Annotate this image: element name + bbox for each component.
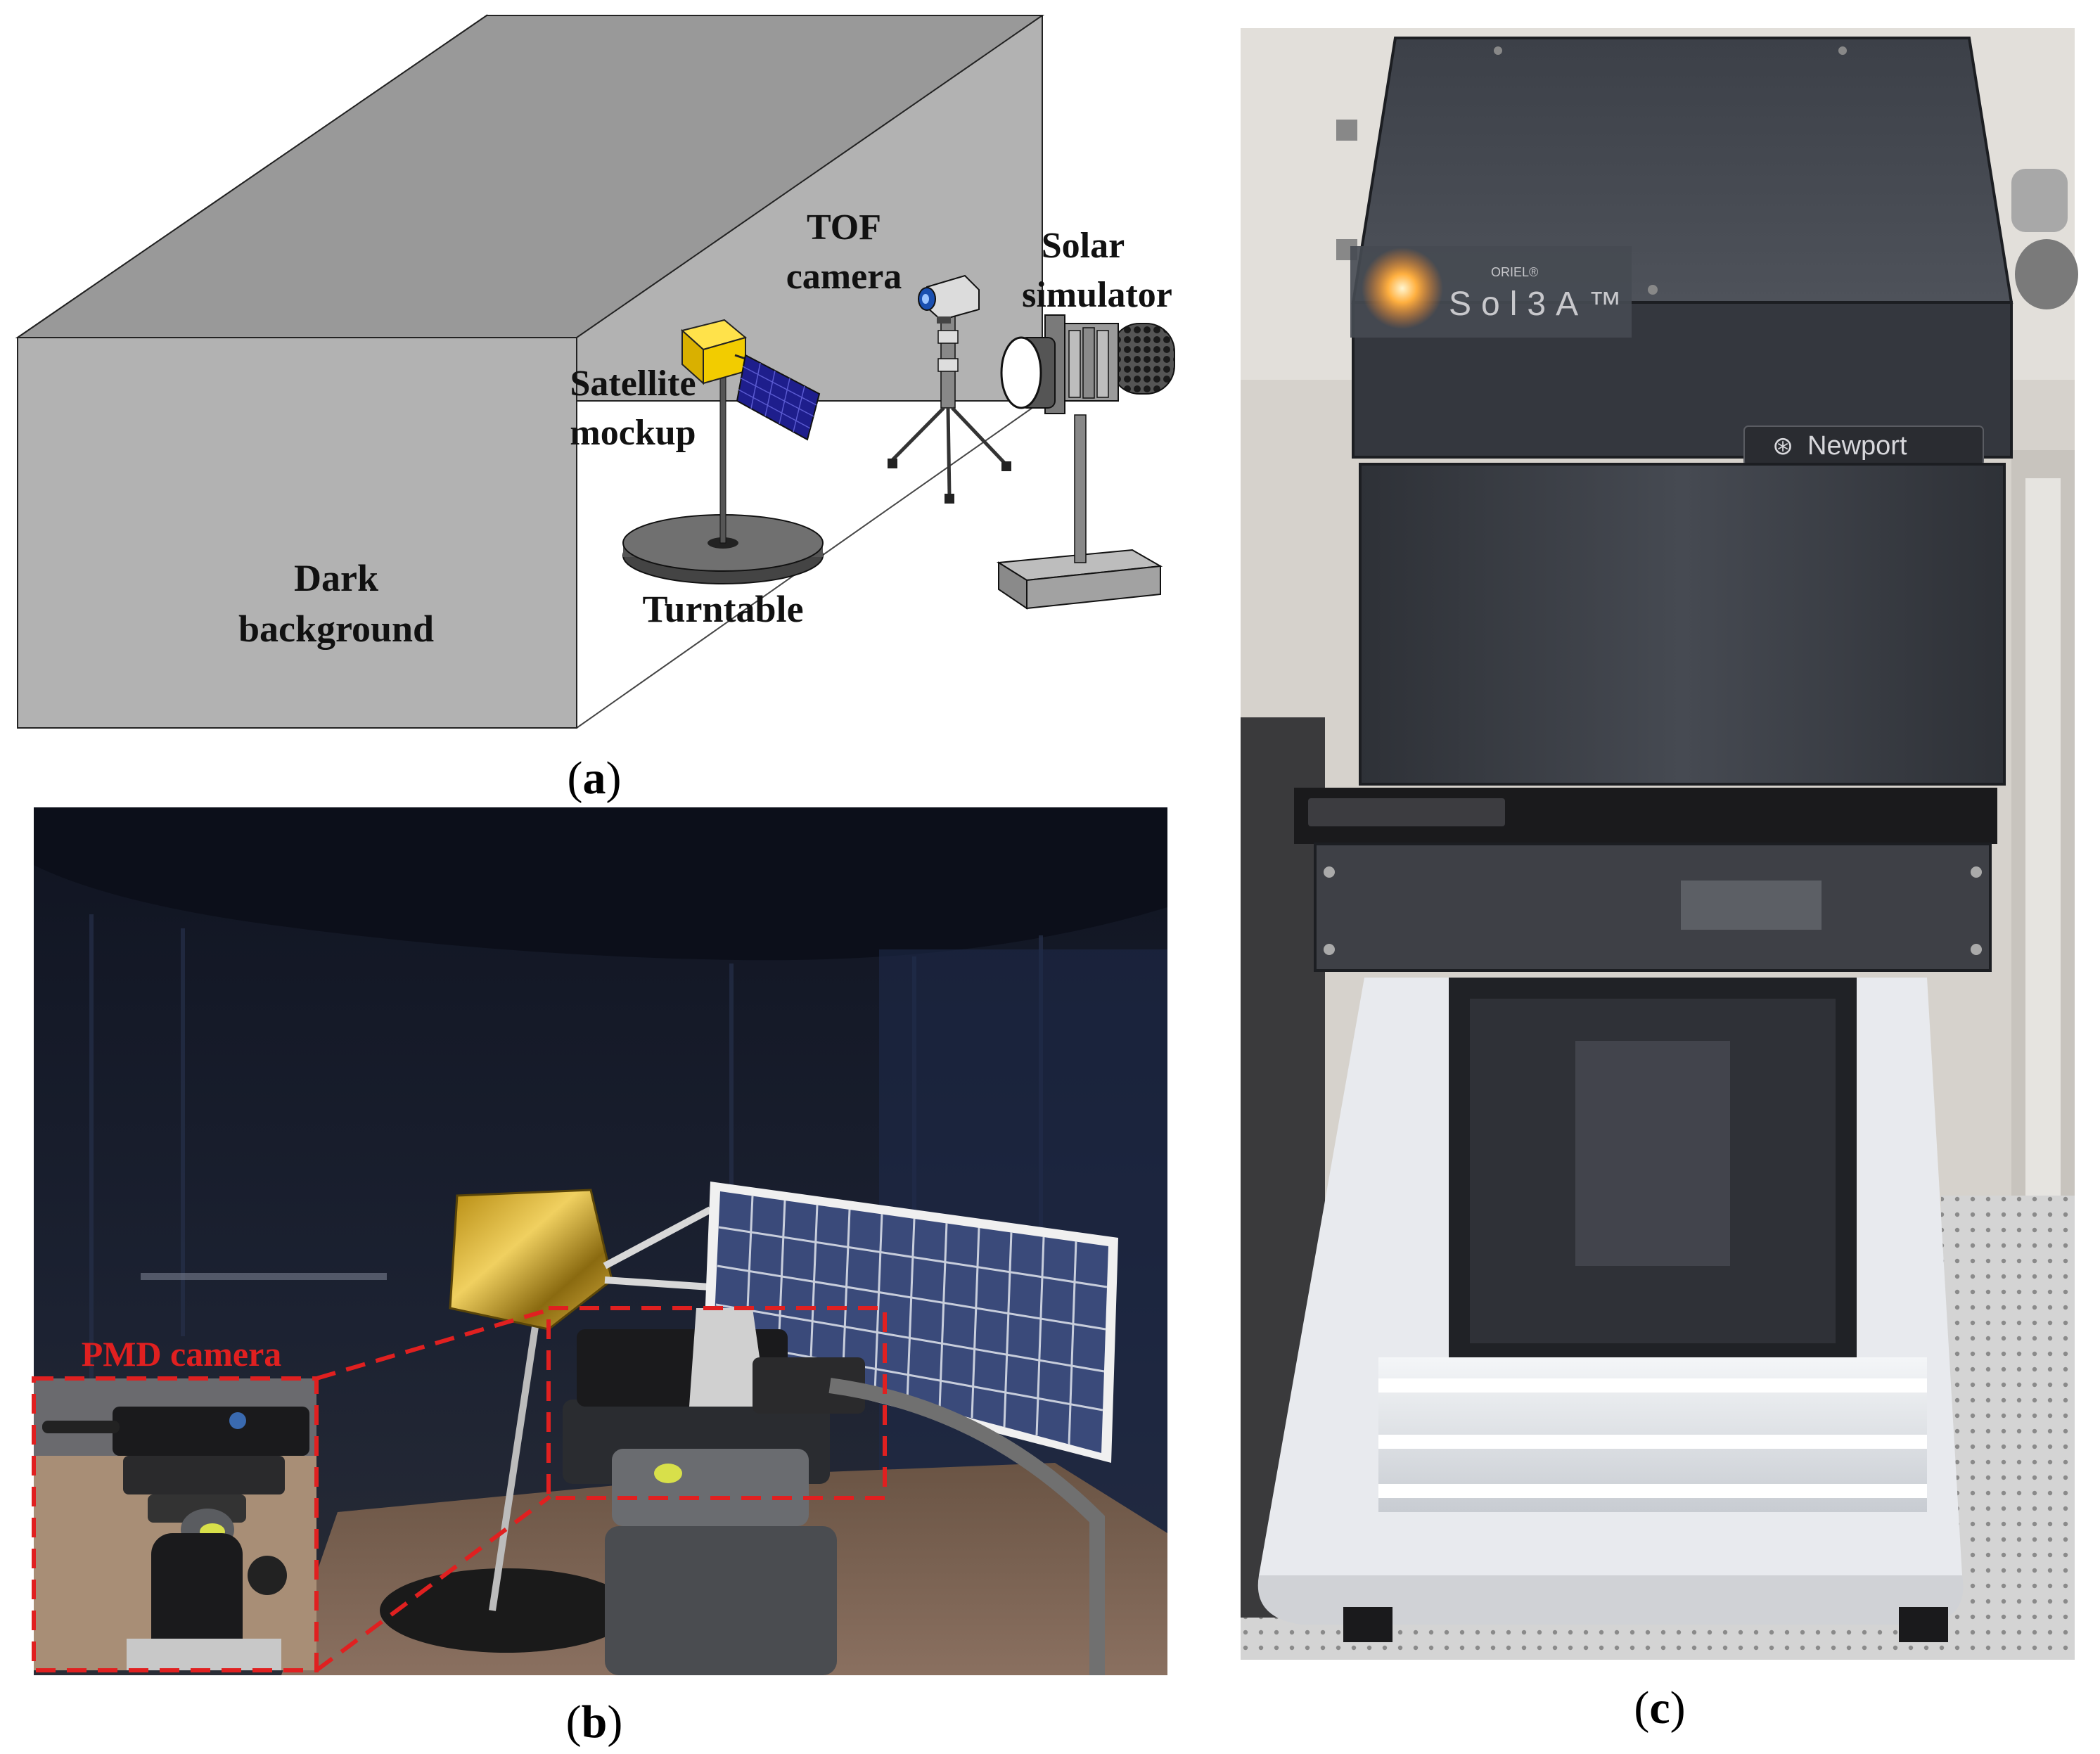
curtain-top-drape [34,807,1167,961]
pmd-highlight-box [546,1306,887,1500]
caption-b: (b) [566,1696,623,1748]
label-dark-line2: background [238,608,434,650]
pmd-inset-border [32,1376,319,1672]
caption-a: (a) [568,753,622,804]
label-tof-line2: camera [786,257,902,297]
model-text: Sol3A™ [1449,286,1632,323]
instrument-body [1359,463,2006,786]
panel-struts [603,1206,712,1291]
mockup-stick [489,1293,544,1611]
box-front-wall [17,337,577,729]
turntable [622,365,824,584]
zoom-line-top [316,1307,551,1381]
panel-b-photo: PMD camera (b) [32,807,1167,1748]
sun-logo [1362,248,1443,329]
panel-c-photo: ORIEL® Sol3A™ ⊛ Newport ( [1241,28,2078,1734]
label-satellite-line2: mockup [570,413,696,453]
label-dark-line1: Dark [294,557,378,599]
label-turntable: Turntable [642,588,803,630]
solar-simulator-icon [996,314,1175,610]
panel-a-schematic: TOF camera Solar simulator Satellite moc… [15,14,1175,804]
label-tof-line1: TOF [807,207,881,248]
photo-satellite-body [449,1189,613,1331]
brand-name: Newport [1807,431,1907,461]
label-solar-line1: Solar [1042,226,1125,266]
pmd-inset [34,1378,316,1670]
photo-turntable [380,1568,633,1653]
label-pmd-camera: PMD camera [82,1334,282,1374]
label-solar-line2: simulator [1022,275,1172,315]
label-satellite-line1: Satellite [570,364,696,404]
filter-housing [1314,843,1992,972]
photo-solar-panel [703,1182,1118,1463]
caption-c: (c) [1634,1682,1685,1734]
photo-pmd-camera-mount [563,1308,1105,1675]
satellite-mockup [680,319,821,441]
zoom-line-bottom [315,1494,551,1672]
tof-camera-tripod [888,274,1011,504]
brand-small-text: ORIEL® [1491,265,1538,279]
newport-logo-mark: ⊛ [1772,431,1793,460]
